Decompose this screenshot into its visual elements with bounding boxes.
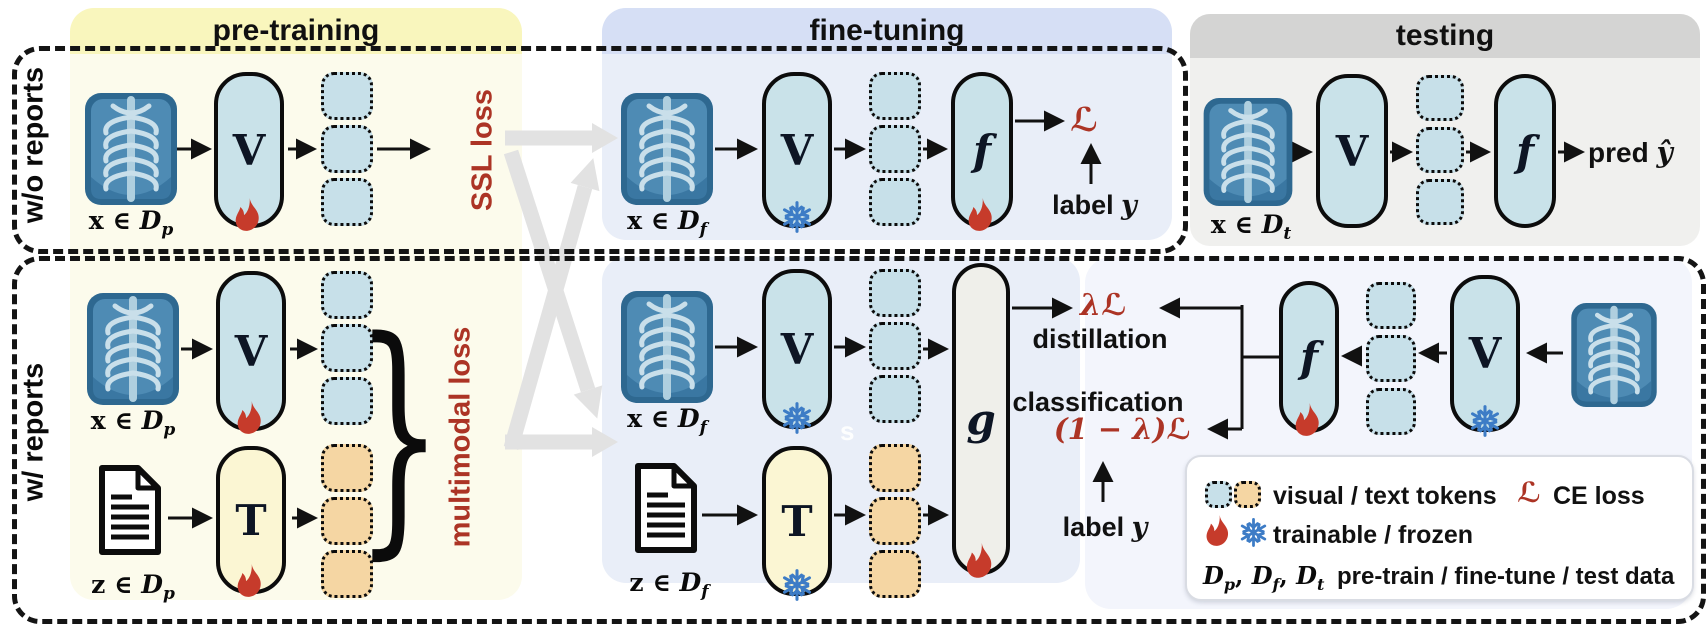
curly-brace: } [355,290,443,582]
ssl-loss-label: SSL loss [466,89,499,211]
visual-token [321,324,373,372]
visual-token [1366,282,1416,329]
text-token [869,497,921,545]
chest-xray-image [621,291,713,403]
text-token [869,444,921,492]
text-token [321,550,373,598]
snowflake-icon [1469,405,1501,437]
vision-encoder-pretrain-wo: V [214,72,284,228]
visual-token [869,72,921,120]
visual-token [869,269,921,317]
lambda-loss-label: λℒ [1080,288,1127,323]
flame-icon [236,401,266,436]
chest-xray-image [1568,303,1660,407]
visual-token [321,72,373,120]
text-token [869,550,921,598]
input-label-z-dp: z ∈ Dp [91,570,175,604]
testing-header-label: testing [1395,19,1495,52]
legend-ce-loss-label: CE loss [1553,482,1645,510]
input-label-z-df: z ∈ Df [629,568,709,602]
visual-token [869,322,921,370]
weight-transfer-arrows [503,123,618,457]
legend-datasets-symbols: Dp, Df, Dt [1203,561,1325,594]
classification-label: classification [1012,387,1184,417]
visual-token [321,377,373,425]
snowflake-icon [1239,518,1268,547]
visual-token-legend-icon [1205,481,1232,508]
visual-token [321,125,373,173]
fusion-module-g: g [952,263,1010,575]
text-encoder-finetune: T [762,446,832,596]
snowflake-icon [781,569,813,601]
legend-tokens-label: visual / text tokens [1273,482,1497,510]
snowflake-icon [781,402,813,434]
chest-xray-image [85,93,177,205]
distillation-label: distillation [1032,324,1168,354]
label-y-text: label y [1062,512,1148,543]
vision-encoder-finetune-wo: V [762,72,832,228]
text-token-legend-icon [1234,481,1261,508]
chest-xray-image [1202,98,1294,206]
watermark-s: s [840,416,855,446]
visual-token [1366,335,1416,382]
report-document-icon [98,464,162,556]
input-label-x-dp: x ∈ Dp [88,206,174,240]
label-y-text: label y [1052,190,1137,221]
input-label-x-df: x ∈ Df [627,404,707,438]
chest-xray-image [87,293,179,405]
flame-icon [236,564,266,599]
flame-icon [967,198,997,233]
snowflake-icon [781,201,813,233]
visual-token [321,178,373,226]
one-minus-lambda-loss-label: (1 − λ)ℒ [1053,412,1192,446]
text-token [321,497,373,545]
visual-token [869,178,921,226]
flame-icon [234,198,264,233]
legend-datasets-label: pre-train / fine-tune / test data [1337,563,1675,590]
row-label-without-reports: w/o reports [17,66,50,224]
visual-token [321,271,373,319]
ce-loss-symbol: ℒ [1070,100,1099,139]
flame-icon [1294,403,1324,438]
flame-icon [1205,515,1233,548]
legend-box: visual / text tokens ℒ CE loss trainable… [1185,455,1694,601]
input-label-x-dp: x ∈ Dp [90,406,176,440]
chest-xray-image [621,93,713,205]
classifier-finetune-wo: f [951,72,1013,228]
visual-token [1366,388,1416,435]
visual-token [869,125,921,173]
teacher-classifier: f [1279,281,1339,433]
testing-header: testing [1190,14,1700,58]
finetuning-header-label: fine-tuning [809,14,965,47]
row-label-with-reports: w/ reports [17,362,50,502]
vision-encoder-testing: V [1316,74,1388,228]
legend-ce-loss-symbol: ℒ [1517,476,1541,509]
report-document-icon [634,462,698,554]
input-label-x-dt: x ∈ Dt [1210,210,1292,244]
flow-arrows [168,110,1585,529]
legend-trainable-frozen-label: trainable / frozen [1273,521,1474,549]
visual-token [1416,75,1464,121]
visual-token [869,375,921,423]
prediction-text: pred ŷ [1588,136,1673,169]
multimodal-loss-label: multimodal loss [444,326,477,548]
visual-token [1416,179,1464,225]
text-encoder-pretrain: T [216,446,286,594]
flame-icon [965,543,997,580]
pretraining-header-label: pre-training [212,14,380,47]
input-label-x-df: x ∈ Df [627,206,707,240]
vision-encoder-pretrain-w: V [216,271,286,431]
teacher-vision-encoder: V [1450,275,1520,432]
vision-encoder-finetune-w: V [762,269,832,429]
text-token [321,444,373,492]
classifier-testing: f [1494,74,1556,228]
visual-token [1416,127,1464,173]
